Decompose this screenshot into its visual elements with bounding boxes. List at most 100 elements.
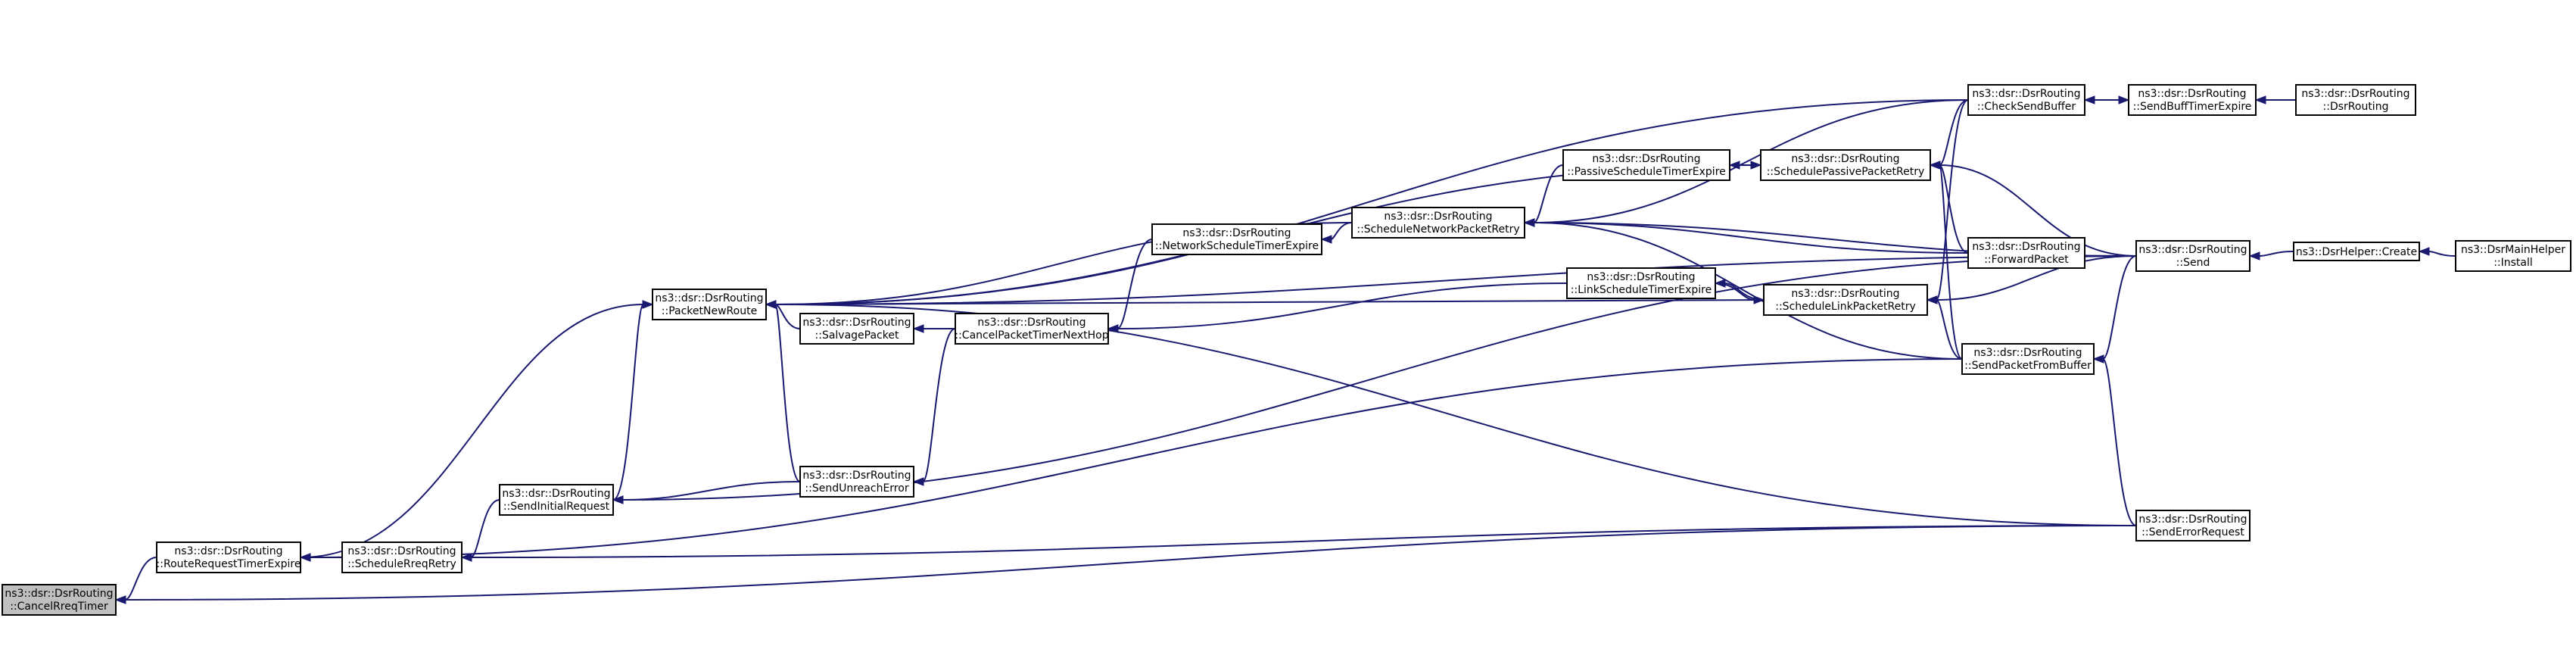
node-label-line1: ns3::dsr::DsrRouting [1791,288,1899,300]
node-schedule-link-packet-retry[interactable]: ns3::dsr::DsrRouting::ScheduleLinkPacket… [1763,284,1928,316]
node-box [2135,510,2250,541]
node-label-line1: ns3::dsr::DsrRouting [1973,347,2082,359]
node-label-line1: ns3::dsr::DsrRouting [655,292,763,304]
node-label-line2: ::NetworkScheduleTimerExpire [1155,240,1319,252]
node-box [1961,343,2095,375]
node-layer: ns3::dsr::DsrRouting::CancelRreqTimerns3… [2,84,2571,616]
edge-arrowhead [1753,295,1765,304]
node-label-line1: ns3::dsr::DsrRouting [1587,271,1695,283]
node-label-line1: ns3::dsr::DsrRouting [1791,153,1899,165]
edge-arrowhead [299,553,311,562]
node-label-line2: ::PacketNewRoute [662,305,757,317]
edge-arrowhead [912,477,924,486]
node-send-initial-request[interactable]: ns3::dsr::DsrRouting::SendInitialRequest [499,484,614,516]
edge-arrowhead [114,595,126,604]
node-label-line2: ::SendErrorRequest [2141,526,2244,538]
edge-send-to-schedule_passive_packet_retry [1939,164,2137,257]
node-packet-new-route[interactable]: ns3::dsr::DsrRouting::PacketNewRoute [652,289,767,320]
node-label-line2: ::SendPacketFromBuffer [1964,360,2092,372]
edge-layer [114,95,2456,604]
node-passive-schedule-timer-expire[interactable]: ns3::dsr::DsrRouting::PassiveScheduleTim… [1562,149,1730,181]
edge-send_unreach_error-to-send_initial_request [621,481,801,501]
edge-send_packet_from_buffer-to-schedule_link_packet_retry [1936,299,1963,360]
node-cancel-packet-timer-next-hop[interactable]: ns3::dsr::DsrRouting::CancelPacketTimerN… [955,313,1109,345]
edge-send-to-send_packet_from_buffer [2102,255,2137,360]
node-label-line2: ::LinkScheduleTimerExpire [1571,284,1712,296]
node-box [499,484,614,516]
node-box [156,541,301,573]
edge-send_error_request-to-cancel_rreq_timer [124,525,2137,601]
edge-arrowhead [1107,324,1119,333]
node-box [2455,240,2571,272]
node-send-buff-timer-expire[interactable]: ns3::dsr::DsrRouting::SendBuffTimerExpir… [2128,84,2257,116]
node-label-line2: ::ScheduleNetworkPacketRetry [1357,223,1519,236]
edge-send_initial_request-to-packet_new_route [612,304,644,501]
node-send-packet-from-buffer[interactable]: ns3::dsr::DsrRouting::SendPacketFromBuff… [1961,343,2095,375]
edge-send_initial_request-to-schedule_rreq_retry [470,499,500,558]
node-send-error-request[interactable]: ns3::dsr::DsrRouting::SendErrorRequest [2135,510,2250,541]
node-label-line1: ns3::dsr::DsrRouting [1972,241,2080,253]
node-box [799,466,914,498]
edge-send-to-schedule_link_packet_retry [1936,255,2137,301]
node-dsr-routing-ctor[interactable]: ns3::dsr::DsrRouting::DsrRouting [2295,84,2416,116]
node-label-line1: ns3::dsr::DsrRouting [2138,88,2246,100]
node-cancel-rreq-timer[interactable]: ns3::dsr::DsrRouting::CancelRreqTimer [2,584,117,616]
node-network-schedule-timer-expire[interactable]: ns3::dsr::DsrRouting::NetworkScheduleTim… [1151,223,1322,255]
node-label-line1: ns3::dsr::DsrRouting [2138,513,2247,526]
node-send[interactable]: ns3::dsr::DsrRouting::Send [2135,240,2250,272]
node-box [341,541,463,573]
edge-route_request_timer_expire-to-cancel_rreq_timer [124,557,157,601]
node-check-send-buffer[interactable]: ns3::dsr::DsrRouting::CheckSendBuffer [1967,84,2085,116]
node-forward-packet[interactable]: ns3::dsr::DsrRouting::ForwardPacket [1967,237,2085,269]
edge-arrowhead [2118,95,2130,105]
node-send-unreach-error[interactable]: ns3::dsr::DsrRouting::SendUnreachError [799,466,914,498]
node-schedule-rreq-retry[interactable]: ns3::dsr::DsrRouting::ScheduleRreqRetry [341,541,463,573]
edge-forward_packet-to-schedule_network_packet_retry [1533,222,1969,254]
node-label-line2: ::SendUnreachError [805,482,908,495]
edge-arrowhead [2254,95,2266,105]
node-label-line1: ns3::dsr::DsrRouting [5,588,113,600]
node-label-line1: ns3::dsr::DsrRouting [802,470,911,482]
edge-arrowhead [1320,235,1332,244]
node-label-line1: ns3::dsr::DsrRouting [802,317,911,329]
node-schedule-passive-packet-retry[interactable]: ns3::dsr::DsrRouting::SchedulePassivePac… [1760,149,1931,181]
node-label-line2: ::SchedulePassivePacketRetry [1767,166,1925,178]
node-box [799,313,914,345]
node-box [1967,237,2085,269]
node-label-line1: ns3::dsr::DsrRouting [2138,244,2247,256]
node-label-line1: ns3::dsr::DsrRouting [1592,153,1700,165]
node-box [1351,207,1525,239]
node-box [1566,267,1716,299]
node-link-schedule-timer-expire[interactable]: ns3::dsr::DsrRouting::LinkScheduleTimerE… [1566,267,1716,299]
edge-arrowhead [912,324,924,333]
edge-arrowhead [2092,354,2104,364]
node-label-line2: ::PassiveScheduleTimerExpire [1567,166,1726,178]
node-label-line1: ns3::dsr::DsrRouting [502,488,610,500]
edge-check_send_buffer-to-schedule_network_packet_retry [1533,99,1969,223]
node-label-line1: ns3::dsr::DsrRouting [1972,88,2080,100]
node-label-line2: ::ScheduleRreqRetry [347,558,456,570]
edge-arrowhead [765,300,777,309]
edge-forward_packet-to-schedule_passive_packet_retry [1939,164,1969,254]
node-label-line2: ::CancelPacketTimerNextHop [955,329,1108,342]
node-label-line2: ::DsrRouting [2323,101,2389,113]
edge-route_request_timer_expire-to-packet_new_route [300,304,644,558]
node-label-line2: ::SalvagePacket [815,329,899,342]
node-box [2135,240,2250,272]
node-dsr-helper-create[interactable]: ns3::DsrHelper::Create [2293,242,2420,261]
edge-arrowhead [1523,218,1535,227]
edge-send_packet_from_buffer-to-schedule_network_packet_retry [1533,222,1963,360]
node-schedule-network-packet-retry[interactable]: ns3::dsr::DsrRouting::ScheduleNetworkPac… [1351,207,1525,239]
node-label-line2: ::RouteRequestTimerExpire [157,558,301,570]
node-box [2,584,117,616]
edge-link_schedule_timer_expire-to-schedule_link_packet_retry [1715,282,1755,301]
node-box [1760,149,1931,181]
node-route-request-timer-expire[interactable]: ns3::dsr::DsrRouting::RouteRequestTimerE… [156,541,301,573]
node-box [1562,149,1730,181]
node-salvage-packet[interactable]: ns3::dsr::DsrRouting::SalvagePacket [799,313,914,345]
node-label-line1: ns3::dsr::DsrRouting [1182,227,1291,239]
node-box [1967,84,2085,116]
node-dsr-main-helper-install[interactable]: ns3::DsrMainHelper::Install [2455,240,2571,272]
node-label-line1: ns3::dsr::DsrRouting [2301,88,2409,100]
edge-send_packet_from_buffer-to-route_request_timer_expire [309,358,1963,558]
